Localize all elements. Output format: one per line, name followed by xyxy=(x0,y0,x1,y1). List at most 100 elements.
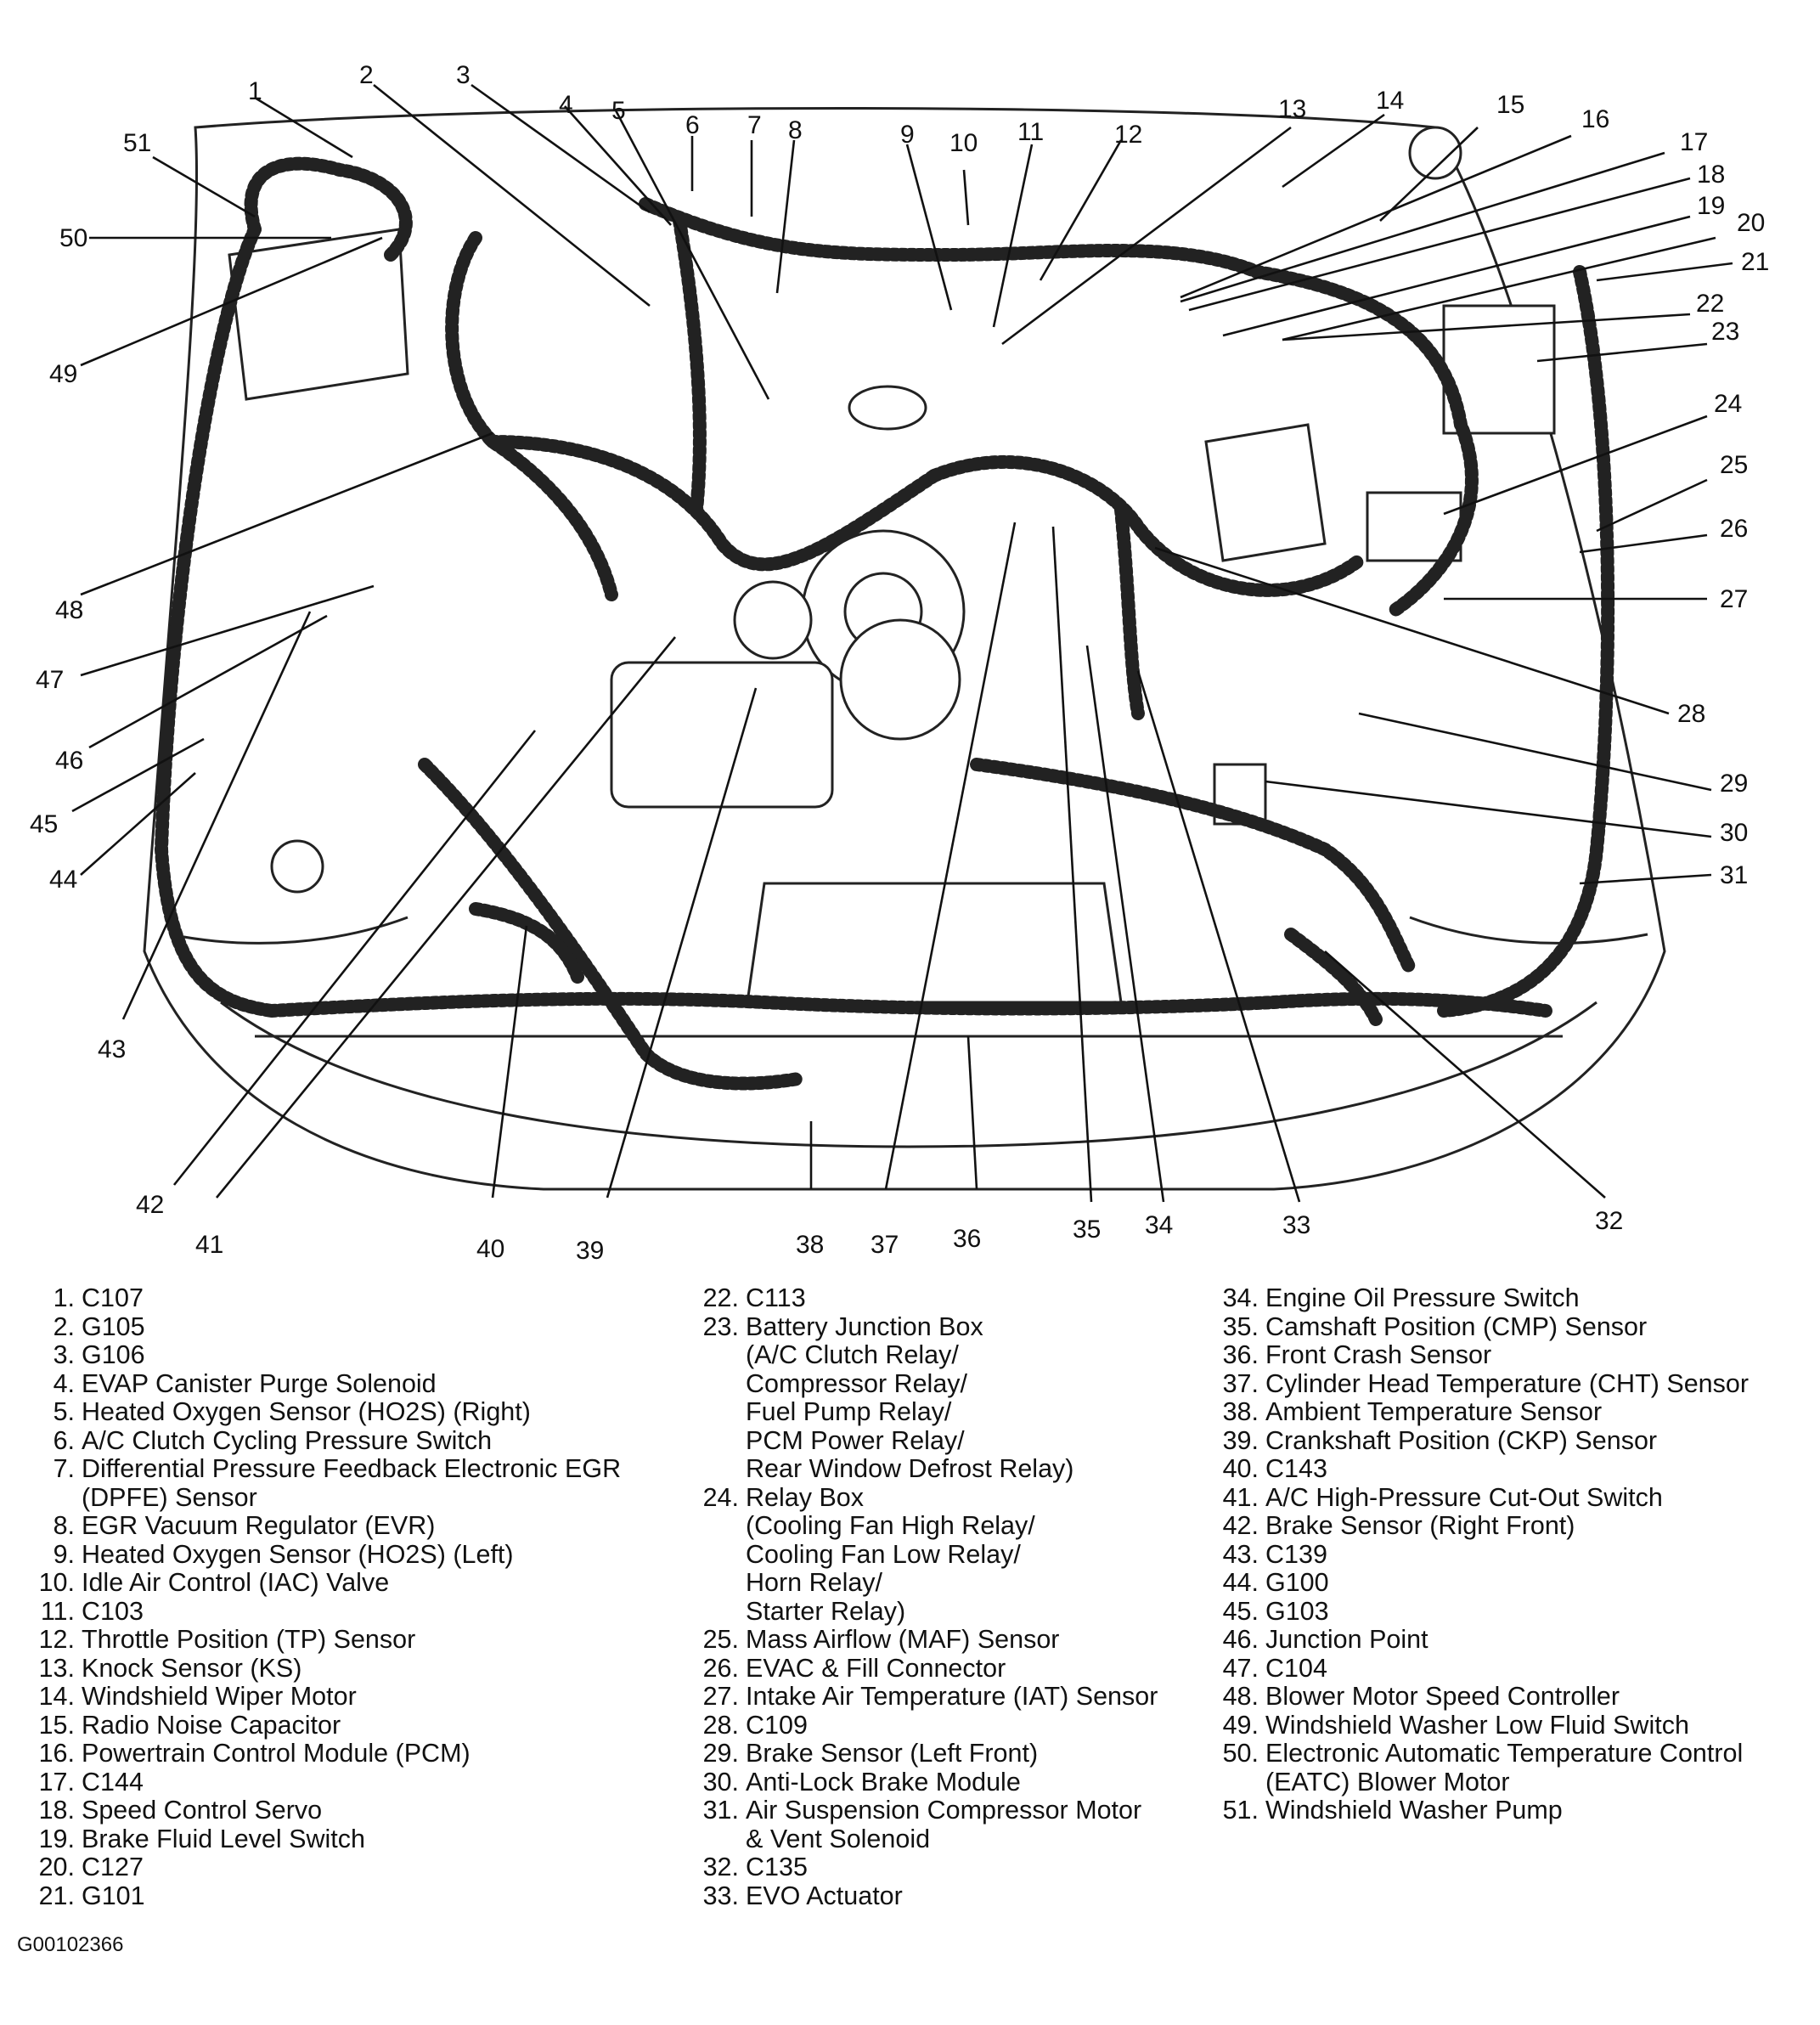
legend-entry: 37.Cylinder Head Temperature (CHT) Senso… xyxy=(1209,1369,1749,1399)
legend-number: 40. xyxy=(1222,1454,1259,1483)
callout-18: 18 xyxy=(1697,161,1725,189)
legend-text: G103 xyxy=(1265,1596,1329,1626)
legend-number: 42. xyxy=(1222,1511,1259,1540)
legend-text: Speed Control Servo xyxy=(82,1796,323,1825)
legend-entry: 1.C107 xyxy=(32,1283,621,1313)
legend-text: G105 xyxy=(82,1311,145,1341)
legend-number: 34. xyxy=(1222,1283,1259,1312)
legend-text: & Vent Solenoid xyxy=(746,1824,931,1853)
legend-number xyxy=(690,1455,746,1484)
callout-25: 25 xyxy=(1720,451,1748,479)
callout-5: 5 xyxy=(611,97,626,125)
legend-number: 1. xyxy=(53,1283,75,1312)
engine-components xyxy=(228,126,1556,1004)
legend-text: (Cooling Fan High Relay/ xyxy=(746,1511,1035,1540)
legend-entry: 2.G105 xyxy=(32,1311,621,1342)
callout-40: 40 xyxy=(476,1235,504,1263)
legend-entry: 5.Heated Oxygen Sensor (HO2S) (Right) xyxy=(32,1397,621,1427)
legend-entry: 21.G101 xyxy=(32,1881,621,1911)
legend-number: 36. xyxy=(1222,1340,1259,1369)
legend-entry: 18.Speed Control Servo xyxy=(32,1796,621,1825)
legend-number: 41. xyxy=(1222,1482,1259,1512)
legend-entry: 17.C144 xyxy=(32,1768,621,1797)
legend-number: 3. xyxy=(53,1340,75,1369)
legend-entry: 39.Crankshaft Position (CKP) Sensor xyxy=(1209,1425,1749,1456)
legend-entry: 32.C135 xyxy=(690,1853,1158,1882)
legend-number: 47. xyxy=(1222,1653,1259,1683)
legend-number: 35. xyxy=(1222,1311,1259,1341)
legend-text: Crankshaft Position (CKP) Sensor xyxy=(1265,1425,1658,1455)
legend-text: C109 xyxy=(746,1710,808,1740)
legend-text: Anti-Lock Brake Module xyxy=(746,1767,1021,1797)
callout-22: 22 xyxy=(1696,290,1724,318)
callout-41: 41 xyxy=(195,1231,223,1259)
callout-47: 47 xyxy=(36,666,64,694)
legend-number: 44. xyxy=(1222,1568,1259,1597)
legend-entry: 19.Brake Fluid Level Switch xyxy=(32,1825,621,1854)
legend-entry: 49.Windshield Washer Low Fluid Switch xyxy=(1209,1711,1749,1740)
callout-33: 33 xyxy=(1282,1211,1310,1239)
legend-number: 11. xyxy=(40,1596,75,1626)
legend-entry: 14.Windshield Wiper Motor xyxy=(32,1682,621,1712)
legend-number xyxy=(690,1825,746,1854)
legend-number: 38. xyxy=(1222,1397,1259,1426)
callout-labels: 1 2 3 4 5 6 7 8 9 10 11 12 13 14 15 16 1… xyxy=(30,61,1769,1265)
callout-14: 14 xyxy=(1376,87,1404,115)
legend-text: Windshield Wiper Motor xyxy=(82,1682,357,1711)
legend-entry: 26.EVAC & Fill Connector xyxy=(690,1653,1158,1684)
callout-16: 16 xyxy=(1581,105,1609,133)
callout-49: 49 xyxy=(49,360,77,388)
legend-entry-continuation: Starter Relay) xyxy=(690,1597,1158,1627)
callout-36: 36 xyxy=(953,1225,981,1253)
legend-text: EVAC & Fill Connector xyxy=(746,1653,1006,1683)
callout-39: 39 xyxy=(576,1237,604,1265)
legend-entry: 47.C104 xyxy=(1209,1653,1749,1684)
legend-number: 19. xyxy=(38,1824,75,1853)
legend-text: Powertrain Control Module (PCM) xyxy=(82,1739,470,1768)
legend-entry-continuation: (Cooling Fan High Relay/ xyxy=(690,1511,1158,1541)
legend-entry: 15.Radio Noise Capacitor xyxy=(32,1711,621,1740)
legend-entry: 35.Camshaft Position (CMP) Sensor xyxy=(1209,1311,1749,1342)
legend-number: 18. xyxy=(38,1796,75,1825)
legend-entry: 33.EVO Actuator xyxy=(690,1881,1158,1911)
callout-4: 4 xyxy=(559,91,573,119)
legend-entry: 28.C109 xyxy=(690,1710,1158,1740)
legend-entry: 44.G100 xyxy=(1209,1568,1749,1598)
legend-number: 21. xyxy=(38,1881,75,1910)
legend-text: Heated Oxygen Sensor (HO2S) (Right) xyxy=(82,1397,531,1426)
legend-number: 50. xyxy=(1222,1739,1259,1768)
legend-text: PCM Power Relay/ xyxy=(746,1425,965,1455)
callout-35: 35 xyxy=(1073,1216,1101,1244)
figure-id: G00102366 xyxy=(17,1933,124,1956)
legend-entry-continuation: (EATC) Blower Motor xyxy=(1209,1768,1749,1797)
legend-text: C135 xyxy=(746,1853,808,1881)
legend-number: 7. xyxy=(53,1454,75,1483)
callout-1: 1 xyxy=(248,77,262,105)
legend-number xyxy=(690,1427,746,1456)
callout-46: 46 xyxy=(55,747,83,775)
legend-entry: 43.C139 xyxy=(1209,1540,1749,1570)
legend-text: EVAP Canister Purge Solenoid xyxy=(82,1368,437,1398)
callout-6: 6 xyxy=(685,111,700,139)
callout-11: 11 xyxy=(1017,118,1044,146)
callout-31: 31 xyxy=(1720,861,1748,889)
legend-text: Relay Box xyxy=(746,1482,865,1512)
legend-entry: 27.Intake Air Temperature (IAT) Sensor xyxy=(690,1682,1158,1712)
callout-19: 19 xyxy=(1697,192,1725,220)
callout-8: 8 xyxy=(788,116,803,144)
legend-number: 27. xyxy=(702,1682,739,1711)
legend-number: 28. xyxy=(702,1710,739,1740)
legend-entry: 42.Brake Sensor (Right Front) xyxy=(1209,1511,1749,1541)
legend-text: Ambient Temperature Sensor xyxy=(1265,1397,1603,1426)
legend-number: 48. xyxy=(1222,1682,1259,1711)
callout-7: 7 xyxy=(747,111,762,139)
legend-text: Fuel Pump Relay/ xyxy=(746,1397,952,1426)
legend-text: C127 xyxy=(82,1853,144,1881)
legend-number xyxy=(690,1370,746,1399)
legend-text: C103 xyxy=(82,1596,144,1626)
legend-entry: 34.Engine Oil Pressure Switch xyxy=(1209,1283,1749,1313)
legend-text: Camshaft Position (CMP) Sensor xyxy=(1265,1311,1648,1341)
callout-27: 27 xyxy=(1720,585,1748,613)
